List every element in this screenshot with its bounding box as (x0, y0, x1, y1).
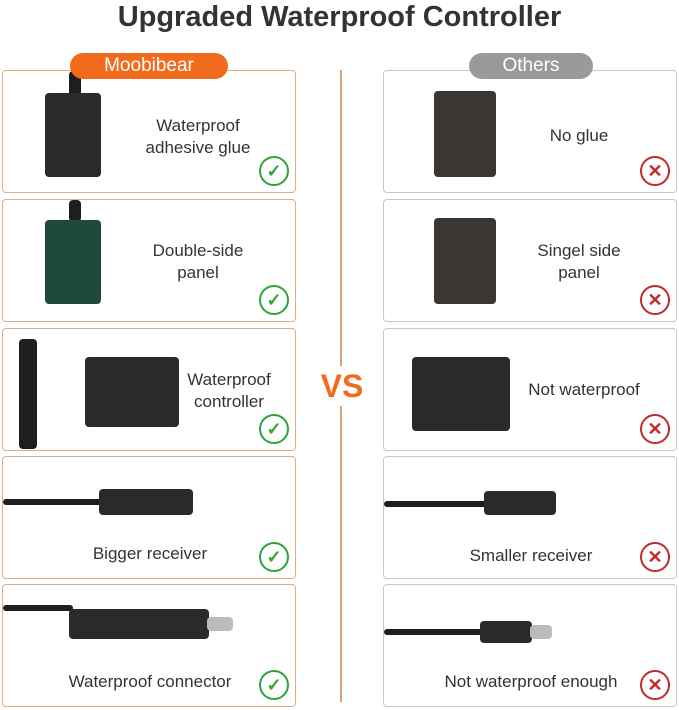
pcb-image (45, 220, 101, 304)
controller-image (85, 357, 179, 427)
moobibear-card-receiver: Bigger receiver ✓ (2, 456, 296, 579)
feature-label: Bigger receiver (92, 544, 208, 563)
cross-icon: ✕ (640, 285, 670, 315)
feature-label: Smaller receiver (469, 546, 593, 565)
receiver-image (99, 489, 193, 515)
feature-label: Waterproof connector (68, 672, 232, 691)
vs-label: VS (316, 366, 368, 406)
moobibear-card-connector: Waterproof connector ✓ (2, 584, 296, 707)
cross-icon: ✕ (640, 156, 670, 186)
others-card-connector: Not waterproof enough ✕ (383, 584, 677, 707)
check-icon: ✓ (259, 542, 289, 572)
moobibear-card-controller: Waterproof controller ✓ (2, 328, 296, 451)
others-card-receiver: Smaller receiver ✕ (383, 456, 677, 579)
cross-icon: ✕ (640, 414, 670, 444)
receiver-image (484, 491, 556, 515)
others-badge: Others (469, 53, 593, 79)
moobibear-badge: Moobibear (70, 53, 228, 79)
feature-label: Not waterproof enough (444, 672, 618, 691)
moobibear-card-panel: Double-side panel ✓ (2, 199, 296, 322)
cross-icon: ✕ (640, 670, 670, 700)
controller-image (434, 218, 496, 304)
feature-label: No glue (549, 126, 609, 145)
others-card-controller: Not waterproof ✕ (383, 328, 677, 451)
page-title: Upgraded Waterproof Controller (117, 1, 562, 33)
connector-image (480, 621, 532, 643)
others-card-panel: Singel side panel ✕ (383, 199, 677, 322)
controller-image (434, 91, 496, 177)
cross-icon: ✕ (640, 542, 670, 572)
check-icon: ✓ (259, 156, 289, 186)
check-icon: ✓ (259, 285, 289, 315)
check-icon: ✓ (259, 670, 289, 700)
controller-image (45, 93, 101, 177)
feature-label: Double-side panel (152, 241, 244, 282)
feature-label: Not waterproof (528, 380, 640, 399)
controller-image (412, 357, 510, 431)
check-icon: ✓ (259, 414, 289, 444)
moobibear-card-glue: Waterproof adhesive glue ✓ (2, 70, 296, 193)
feature-label: Singel side panel (537, 241, 621, 282)
feature-label: Waterproof adhesive glue (145, 116, 251, 157)
connector-image (69, 609, 209, 639)
feature-label: Waterproof controller (187, 370, 271, 411)
others-card-glue: No glue ✕ (383, 70, 677, 193)
